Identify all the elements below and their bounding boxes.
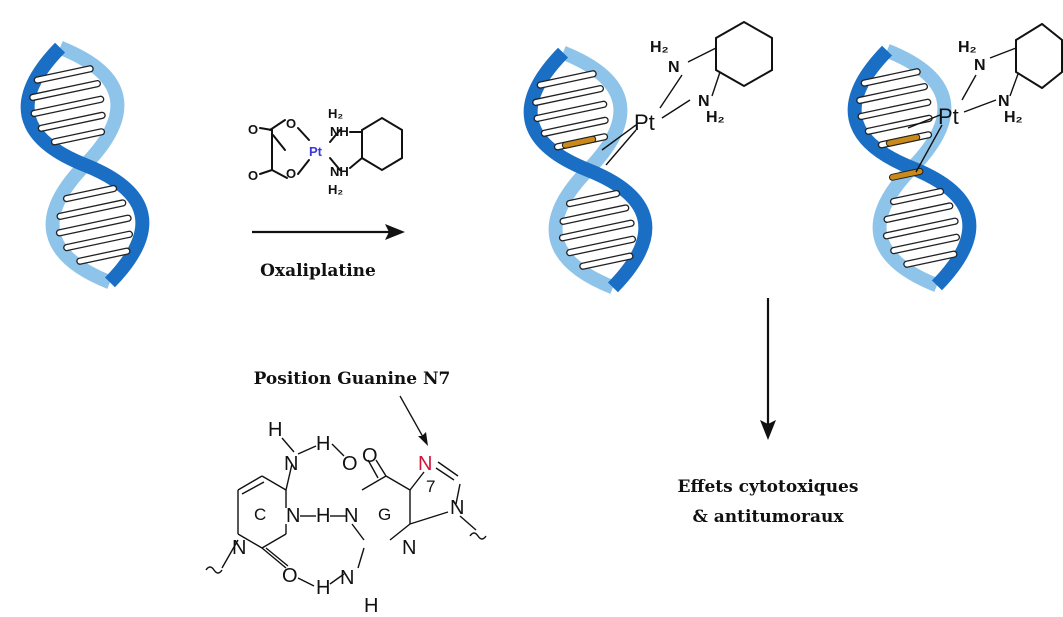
atom-o: O xyxy=(282,565,298,587)
atom-o: O xyxy=(286,116,296,131)
reaction-arrow xyxy=(252,224,405,240)
atom-n: N xyxy=(232,537,246,559)
atom-nh: NH xyxy=(330,164,349,179)
atom-n: N xyxy=(668,59,680,76)
atom-n: N xyxy=(344,505,358,527)
atom-pt: Pt xyxy=(309,144,323,159)
atom-nh: NH xyxy=(330,124,349,139)
atom-o: O xyxy=(286,166,296,181)
atom-o: O xyxy=(248,122,258,137)
reagent-name: Oxaliplatine xyxy=(260,261,376,281)
guanine-n7-label: Position Guanine N7 xyxy=(254,369,451,389)
atom-h2: H₂ xyxy=(1004,109,1023,126)
atom-h2: H₂ xyxy=(328,182,343,197)
atom-o: O xyxy=(342,453,358,475)
atom-h: H xyxy=(268,419,282,441)
pt-dach-adduct-1: Pt H₂ N N H₂ xyxy=(601,20,773,166)
atom-n: N xyxy=(698,93,710,110)
atom-n: N xyxy=(340,567,354,589)
ring-label-c: C xyxy=(254,505,266,524)
atom-pt: Pt xyxy=(634,110,655,135)
dna-helix-adduct-2 xyxy=(843,41,981,294)
dna-helix-left xyxy=(16,38,154,291)
atom-n: N xyxy=(286,505,300,527)
oxaliplatin-structure: O O O O Pt NH NH H₂ H₂ xyxy=(248,106,403,197)
atom-n: N xyxy=(402,537,416,559)
atom-h2: H₂ xyxy=(958,39,977,56)
atom-h2: H₂ xyxy=(650,39,669,56)
atom-n: N xyxy=(974,57,986,74)
outcome-line-1: Effets cytotoxiques xyxy=(678,477,859,497)
atom-n: N xyxy=(450,497,464,519)
pt-dach-adduct-2: Pt H₂ N N H₂ xyxy=(907,22,1063,173)
atom-o: O xyxy=(248,168,258,183)
atom-h2: H₂ xyxy=(706,109,725,126)
atom-n: N xyxy=(998,93,1010,110)
atom-n7-number: 7 xyxy=(426,477,435,496)
atom-h: H xyxy=(316,505,330,527)
gc-base-pair: H N H O O N 7 C N H N G N N N O H N H xyxy=(205,419,487,617)
outcome-line-2: & antitumoraux xyxy=(693,507,845,527)
atom-o: O xyxy=(362,445,378,467)
atom-h: H xyxy=(316,433,330,455)
outcome-arrow xyxy=(760,298,776,440)
dna-helix-adduct-1 xyxy=(519,43,657,296)
ring-label-g: G xyxy=(378,505,391,524)
atom-h2: H₂ xyxy=(328,106,343,121)
atom-pt: Pt xyxy=(938,104,959,129)
atom-n7: N xyxy=(418,453,432,475)
n7-pointer-arrow xyxy=(399,395,428,446)
atom-n: N xyxy=(284,453,298,475)
atom-h: H xyxy=(364,595,378,617)
atom-h: H xyxy=(316,577,330,599)
